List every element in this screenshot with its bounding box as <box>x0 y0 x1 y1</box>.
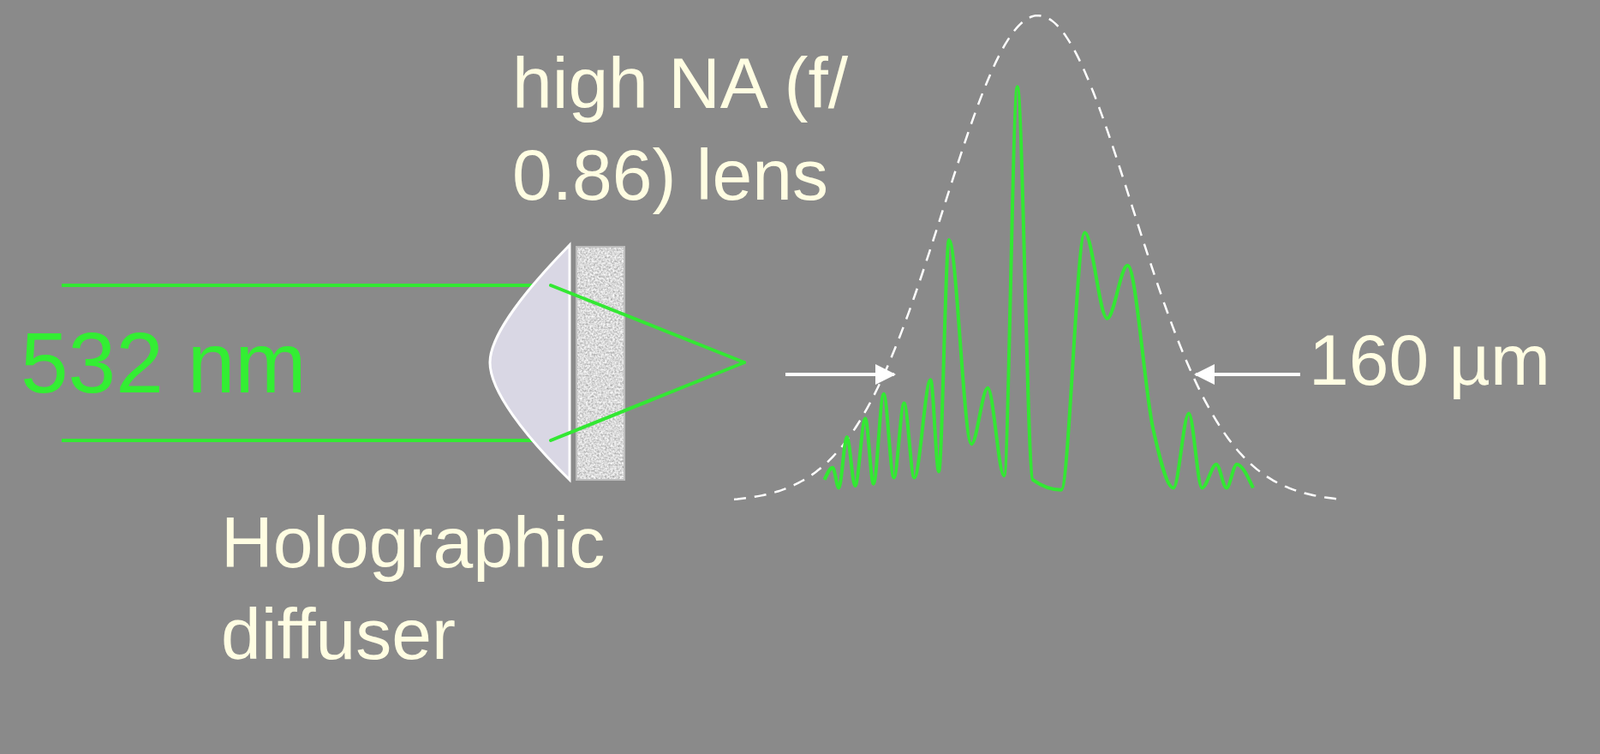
diffuser-label: Holographic diffuser <box>220 496 667 681</box>
aspheric-lens <box>489 244 570 480</box>
holographic-diffuser <box>576 246 625 480</box>
speckle-profile <box>824 86 1254 490</box>
beam-ray <box>61 283 551 287</box>
dimension-arrow <box>1195 372 1301 377</box>
wavelength-label: 532 nm <box>20 310 381 415</box>
beam-ray <box>61 438 551 442</box>
dimension-arrow <box>785 372 895 377</box>
focusing-ray <box>550 285 745 363</box>
focusing-ray <box>550 362 745 441</box>
diffuser-outline <box>576 246 625 480</box>
lens-label: high NA (f/ 0.86) lens <box>512 37 967 221</box>
width-dimension: 160 µm <box>1308 316 1592 403</box>
